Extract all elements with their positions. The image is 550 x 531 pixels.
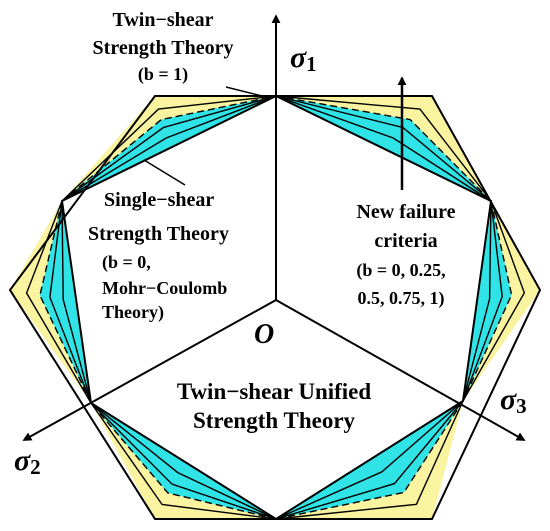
svg-text:0.5, 0.75, 1): 0.5, 0.75, 1) (358, 288, 445, 309)
criteria-curve (90, 402, 277, 520)
svg-text:Mohr−Coulomb: Mohr−Coulomb (102, 278, 227, 298)
criteria-curve (275, 400, 464, 520)
twin-shear-hexagon (8, 95, 542, 520)
sigma3-axis (275, 299, 526, 441)
svg-text:(b = 0,: (b = 0, (102, 252, 151, 273)
criteria-curve (39, 200, 92, 404)
twin-shear-leader (225, 86, 263, 97)
criteria-curve (90, 402, 277, 520)
sigma2-label: σ2 (14, 444, 41, 479)
criteria-curve (462, 200, 503, 402)
svg-text:criteria: criteria (374, 230, 437, 252)
svg-text:New failure: New failure (356, 201, 455, 223)
svg-text:Strength Theory: Strength Theory (193, 408, 356, 433)
criteria-curve (462, 200, 492, 402)
criteria-curve (25, 200, 92, 404)
criteria-curve (275, 95, 492, 202)
single-shear-leader (143, 159, 186, 186)
single-shear-label: Single−shear Strength Theory (b = 0, Moh… (88, 189, 229, 323)
sigma2-axis (22, 299, 277, 441)
criteria-curve (275, 400, 464, 520)
criteria-curve (275, 95, 492, 202)
svg-text:Twin−shear: Twin−shear (112, 9, 213, 31)
criteria-curve (275, 400, 464, 520)
new-failure-criteria-label: New failure criteria (b = 0, 0.25, 0.5, … (356, 201, 455, 309)
svg-text:Strength Theory: Strength Theory (93, 37, 234, 59)
svg-text:Twin−shear Unified: Twin−shear Unified (177, 379, 372, 404)
criteria-curve (61, 95, 277, 202)
criteria-curve (462, 200, 526, 402)
criteria-curve (275, 95, 492, 202)
svg-text:(b = 0, 0.25,: (b = 0, 0.25, (356, 260, 445, 281)
svg-text:(b = 1): (b = 1) (138, 64, 188, 85)
sigma1-label: σ1 (290, 41, 317, 76)
new-criteria-region-fill (39, 201, 91, 403)
criteria-curve (275, 400, 464, 520)
svg-text:Single−shear: Single−shear (104, 189, 214, 211)
criteria-curve (49, 200, 92, 404)
sigma3-label: σ3 (500, 383, 527, 418)
svg-text:Theory): Theory) (102, 302, 164, 323)
origin-label: O (254, 319, 274, 350)
criteria-curve (90, 402, 277, 520)
criteria-curve (90, 402, 277, 520)
svg-text:Strength Theory: Strength Theory (88, 223, 229, 245)
twin-shear-label: Twin−shear Strength Theory (b = 1) (93, 9, 234, 85)
criteria-curve (61, 200, 92, 404)
new-criteria-region-fill (463, 201, 512, 401)
unified-theory-label: Twin−shear Unified Strength Theory (177, 379, 372, 433)
criteria-curve (61, 95, 277, 202)
